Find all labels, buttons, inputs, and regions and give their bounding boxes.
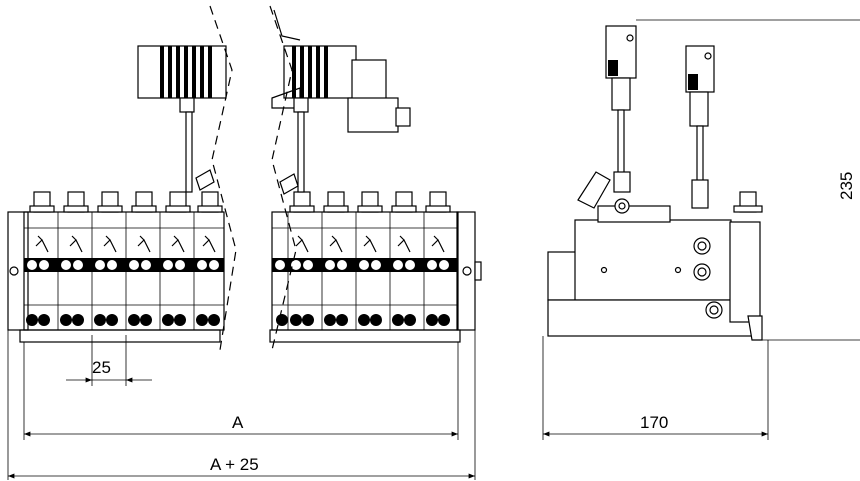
left-valve-bank: [23, 191, 225, 331]
break-line-left: [209, 5, 237, 351]
pressure-switch-left: [137, 45, 227, 193]
right-valve-bank: [271, 191, 459, 331]
length-a-dimension-label: A: [232, 413, 244, 432]
front-view: [7, 5, 482, 351]
pitch-dimension-label: 25: [92, 358, 111, 377]
dimension-lines: [7, 19, 860, 480]
pressure-switch-right: [271, 45, 411, 195]
height-dimension-label: 235: [837, 172, 856, 200]
break-line-right: [269, 5, 297, 351]
manifold-body: [574, 219, 732, 301]
side-view: [547, 25, 763, 341]
total-length-dimension-label: A + 25: [210, 455, 259, 474]
right-end-plate: [456, 211, 476, 331]
depth-dimension-label: 170: [640, 413, 668, 432]
manifold-base: [547, 299, 755, 337]
